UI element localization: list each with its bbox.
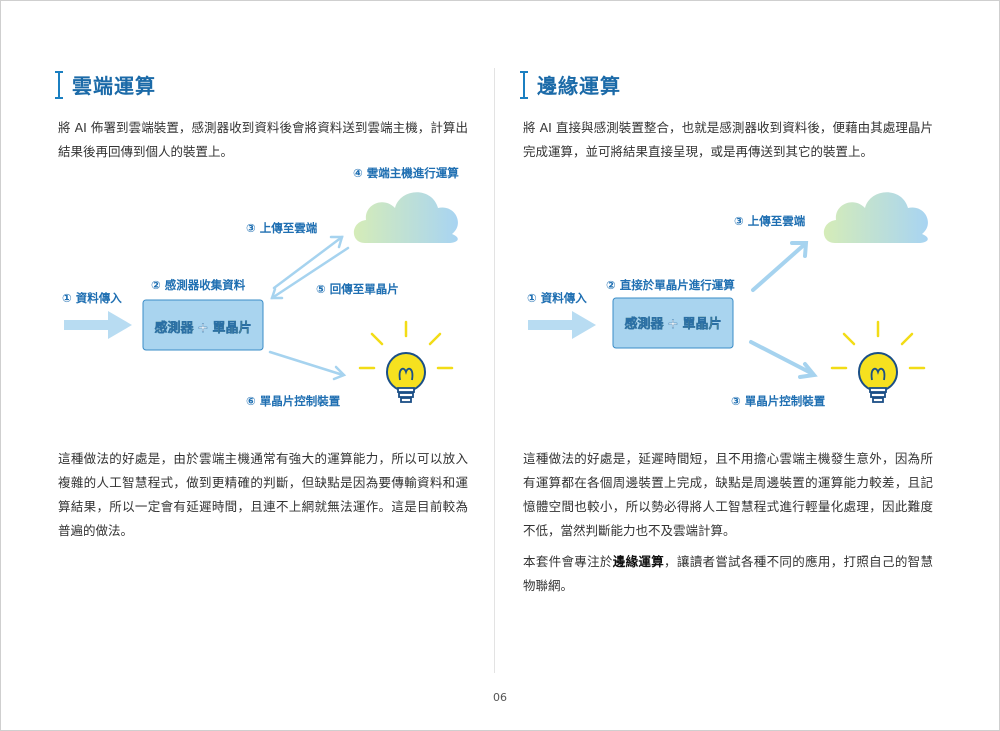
- cloud-computing-diagram: ④ 雲端主機進行運算 ③ 上傳至雲端 ⑤ 回傳至單晶片 ② 感測器收集資料 ① …: [62, 166, 459, 408]
- step2-label: ② 直接於單晶片進行運算: [606, 278, 735, 292]
- right-note: 本套件會專注於邊緣運算，讓讀者嘗試各種不同的應用，打照自己的智慧物聯網。: [523, 554, 933, 593]
- left-body: 這種做法的好處是，由於雲端主機通常有強大的運算能力，所以可以放入複雜的人工智慧程…: [58, 451, 468, 538]
- lightbulb-icon: [830, 320, 926, 403]
- step5-label: ⑤ 回傳至單晶片: [316, 282, 399, 296]
- upload-arrow-head: [790, 241, 809, 258]
- step4-label: ④ 雲端主機進行運算: [353, 166, 459, 180]
- control-arrow: [268, 350, 345, 377]
- step1-label: ① 資料傳入: [527, 291, 587, 305]
- column-divider: [494, 68, 495, 673]
- upload-arrow: [751, 242, 807, 292]
- input-arrow: [64, 311, 132, 339]
- cloud-icon: [823, 192, 928, 243]
- upload-arrow: [272, 235, 344, 290]
- right-title: 邊緣運算: [537, 74, 621, 98]
- step3-label: ③ 上傳至雲端: [246, 221, 318, 235]
- lightbulb-icon: [358, 320, 454, 403]
- heading-bracket-icon: [520, 70, 528, 99]
- left-intro: 將 AI 佈署到雲端裝置，感測器收到資料後會將資料送到雲端主機，計算出結果後再回…: [58, 120, 468, 159]
- heading-bracket-icon: [55, 70, 63, 99]
- page-number: 06: [493, 691, 507, 704]
- right-heading: 邊緣運算: [520, 70, 621, 99]
- edge-computing-diagram: ③ 上傳至雲端 ② 直接於單晶片進行運算 ① 資料傳入 感測器+單晶片 ③ 單晶…: [527, 192, 928, 408]
- left-heading: 雲端運算: [55, 70, 156, 99]
- step6-label: ⑥ 單晶片控制裝置: [246, 394, 341, 408]
- control-arrow-head: [798, 362, 818, 379]
- step3b-label: ③ 單晶片控制裝置: [731, 394, 826, 408]
- input-arrow: [528, 311, 596, 339]
- edge-computing-highlight: 邊緣運算: [612, 554, 665, 569]
- step1-label: ① 資料傳入: [62, 291, 122, 305]
- control-arrow: [749, 340, 815, 376]
- sensor-chip-box: [612, 297, 734, 349]
- return-arrow-head: [270, 287, 284, 300]
- right-intro: 將 AI 直接與感測裝置整合，也就是感測器收到資料後，便藉由其處理晶片完成運算，…: [523, 120, 933, 159]
- step3a-label: ③ 上傳至雲端: [734, 214, 806, 228]
- sensor-chip-label: 感測器+單晶片: [625, 316, 722, 332]
- sensor-chip-box: [142, 299, 264, 351]
- left-title: 雲端運算: [72, 74, 156, 98]
- control-arrow-head: [332, 365, 347, 381]
- cloud-icon: [353, 192, 458, 243]
- return-arrow: [270, 246, 350, 300]
- step2-label: ② 感測器收集資料: [151, 278, 246, 292]
- sensor-chip-label: 感測器+單晶片: [155, 320, 252, 336]
- upload-arrow-head: [329, 235, 344, 249]
- right-body: 這種做法的好處是，延遲時間短，且不用擔心雲端主機發生意外，因為所有運算都在各個周…: [523, 451, 933, 538]
